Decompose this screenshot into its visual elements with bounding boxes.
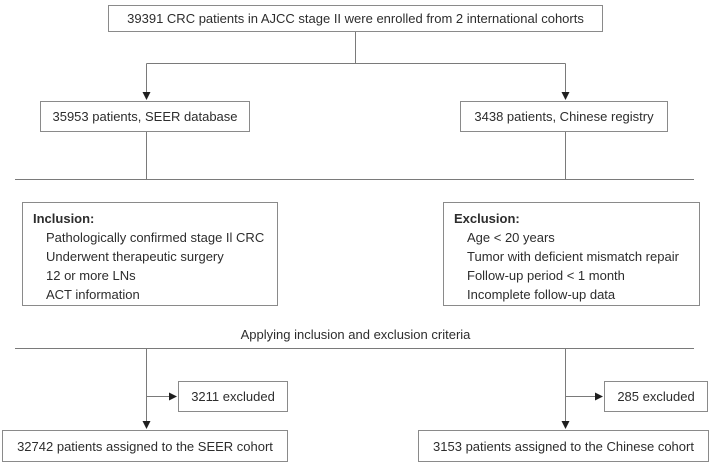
arrowhead-seer-excluded [169,392,177,401]
seer-excluded-text: 3211 excluded [191,389,275,404]
arrowhead-chinese-cohort [561,421,570,429]
enrollment-text: 39391 CRC patients in AJCC stage II were… [127,11,584,26]
exclusion-item: Incomplete follow-up data [467,287,616,302]
chinese-excluded-text: 285 excluded [617,389,695,404]
chinese-cohort-box: 3153 patients assigned to the Chinese co… [418,430,709,462]
exclusion-item: Age < 20 years [467,230,555,245]
seer-excluded-box: 3211 excluded [178,381,288,412]
chinese-registry-box: 3438 patients, Chinese registry [460,101,668,132]
arrowhead-chinese-excluded [595,392,603,401]
enrollment-box: 39391 CRC patients in AJCC stage II were… [108,5,603,32]
seer-cohort-box: 32742 patients assigned to the SEER coho… [2,430,288,462]
inclusion-item: ACT information [46,287,140,302]
arrowhead-seer-box [142,92,151,100]
seer-database-text: 35953 patients, SEER database [52,109,238,124]
inclusion-criteria-box: Inclusion: Pathologically confirmed stag… [22,202,278,306]
inclusion-item: Underwent therapeutic surgery [46,249,224,264]
exclusion-title: Exclusion: [454,211,520,226]
inclusion-item: Pathologically confirmed stage Il CRC [46,230,265,245]
inclusion-title: Inclusion: [33,211,95,226]
arrowhead-chinese-box [561,92,570,100]
exclusion-criteria-box: Exclusion: Age < 20 years Tumor with def… [443,202,700,306]
seer-database-box: 35953 patients, SEER database [40,101,250,132]
arrowhead-seer-cohort [142,421,151,429]
applying-criteria-label: Applying inclusion and exclusion criteri… [240,327,471,342]
chinese-cohort-text: 3153 patients assigned to the Chinese co… [433,438,694,454]
exclusion-item: Tumor with deficient mismatch repair [467,249,679,264]
inclusion-item: 12 or more LNs [46,268,136,283]
exclusion-item: Follow-up period < 1 month [467,268,625,283]
chinese-registry-text: 3438 patients, Chinese registry [474,109,654,124]
chinese-excluded-box: 285 excluded [604,381,708,412]
seer-cohort-text: 32742 patients assigned to the SEER coho… [17,438,273,454]
